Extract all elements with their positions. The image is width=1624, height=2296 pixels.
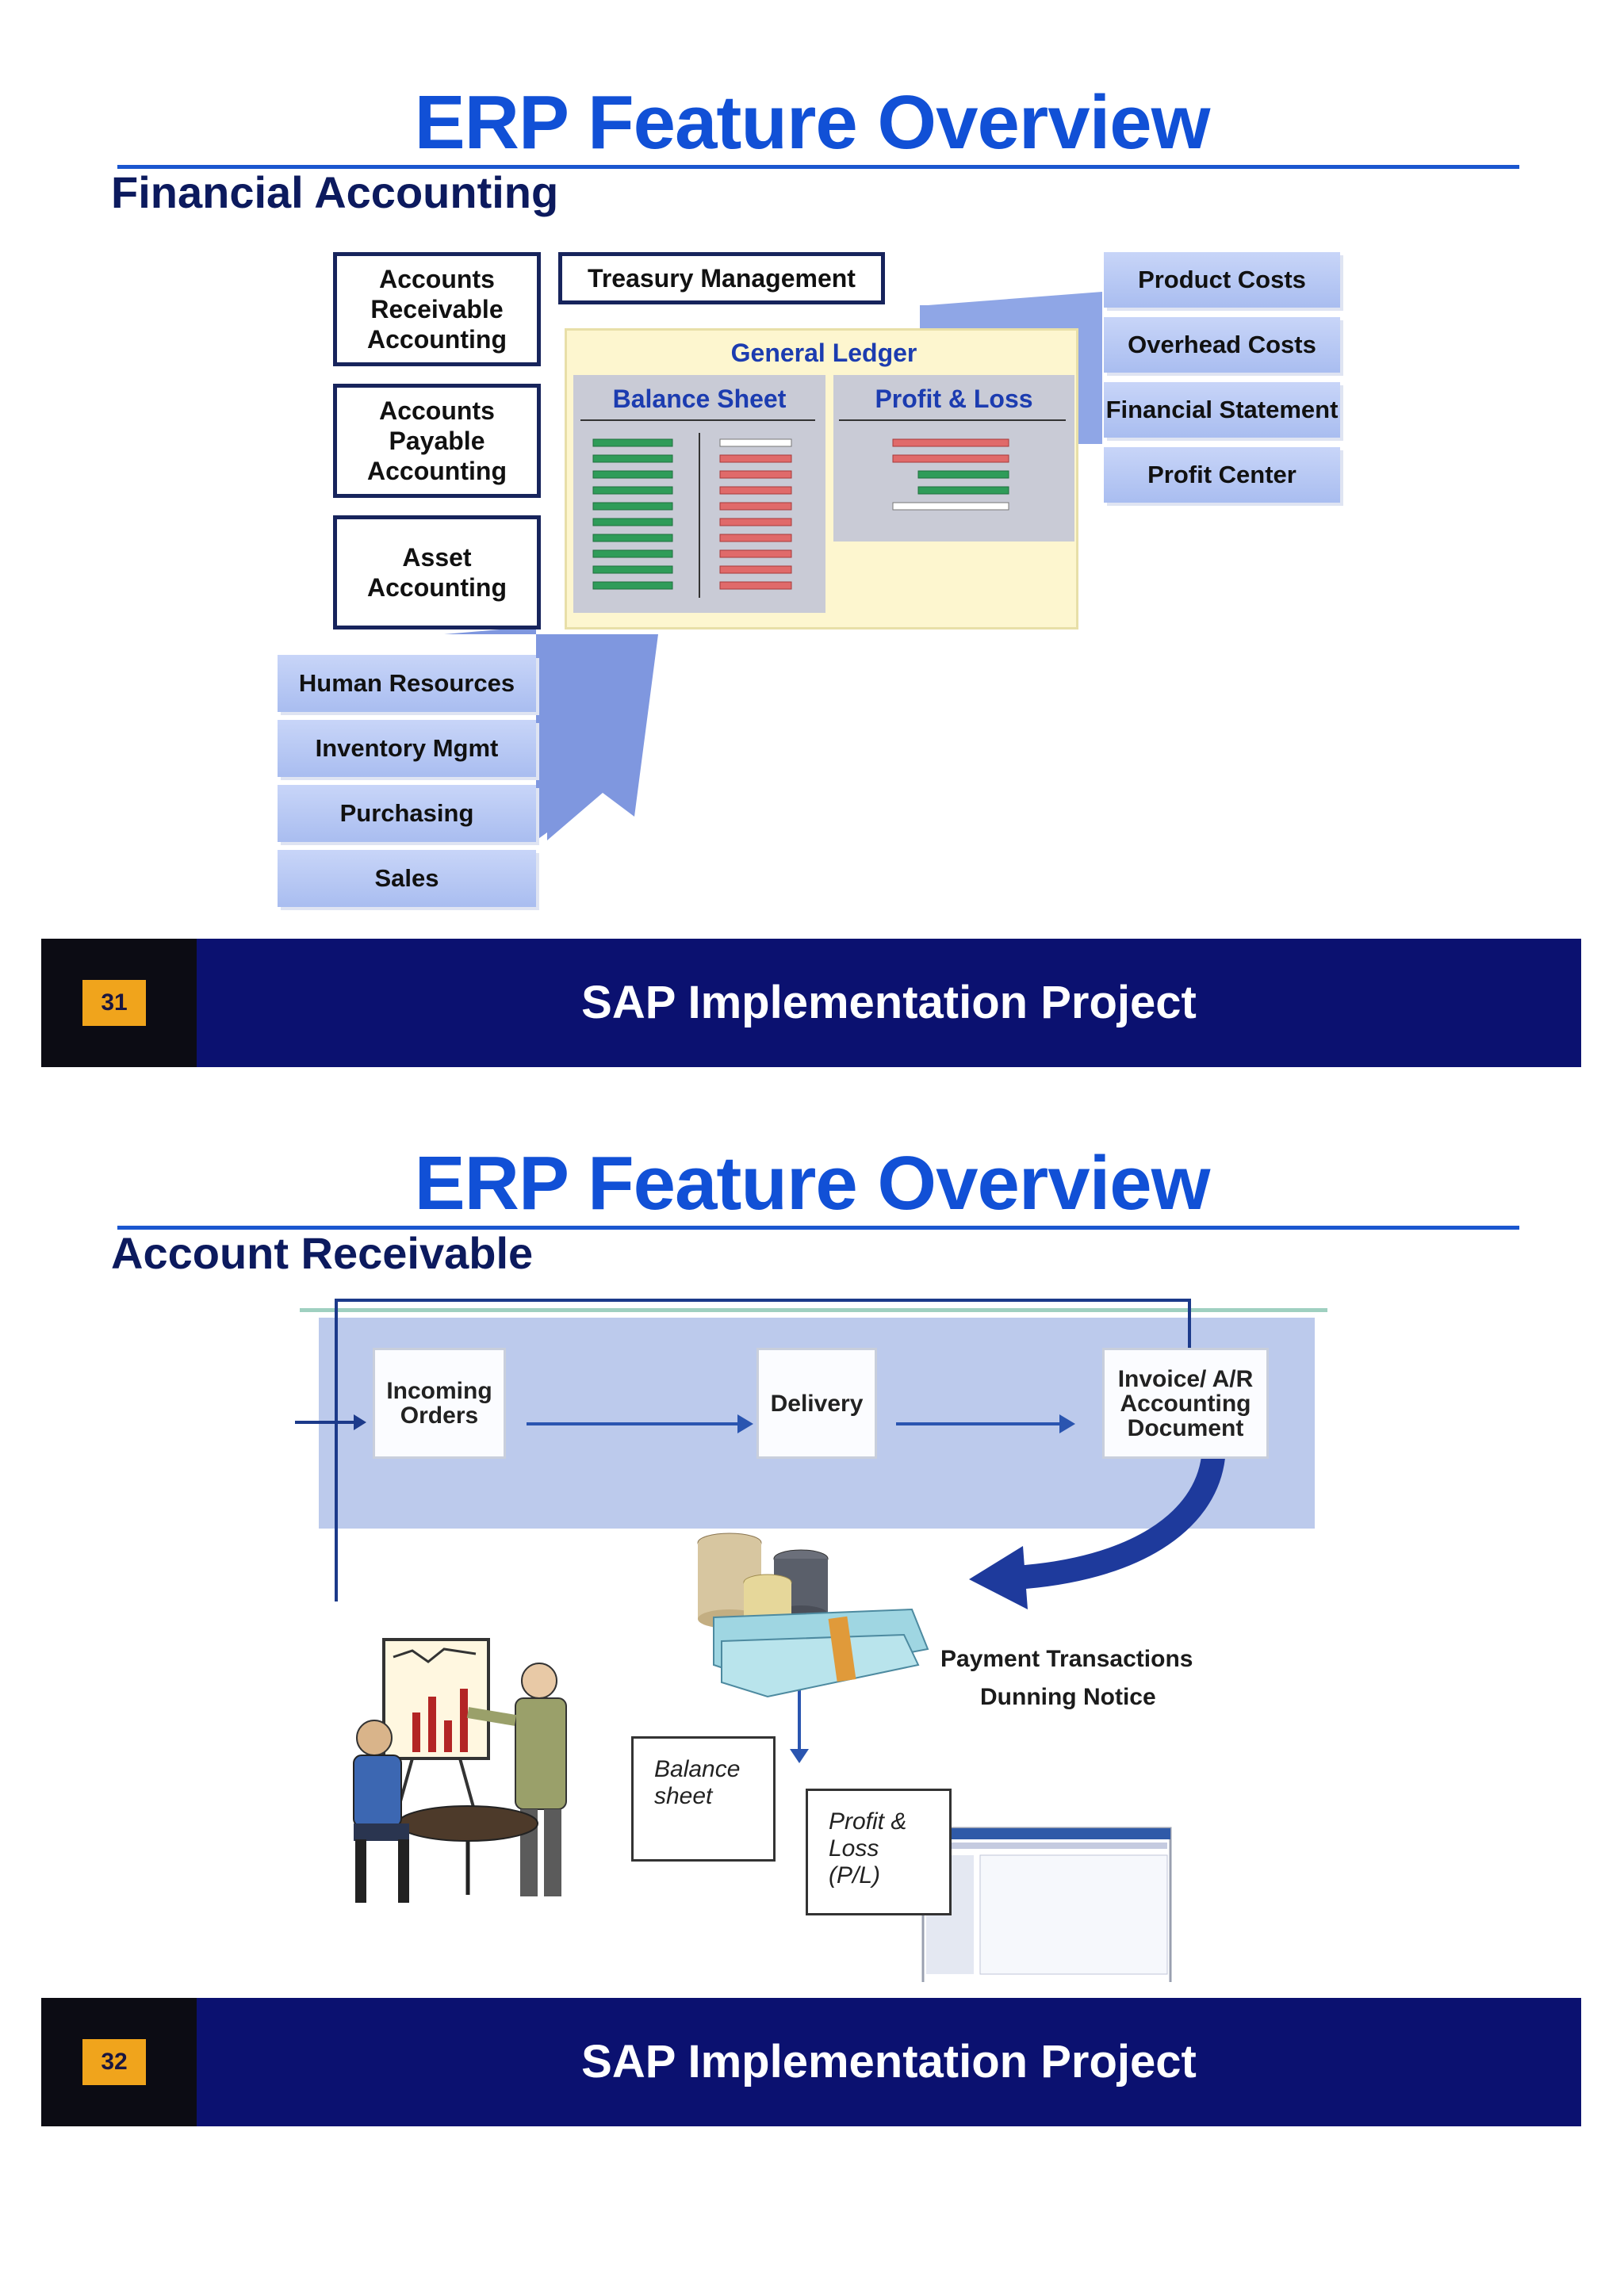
title-rule [117,1226,1519,1230]
slide-1-title: ERP Feature Overview [414,80,1211,165]
profit-loss-label: Profit & Loss [875,385,1033,413]
module-accounts-receivable: Accounts Receivable Accounting [333,252,541,366]
balance-sheet-label: Balance Sheet [612,385,787,413]
slide-2-title: ERP Feature Overview [414,1141,1211,1226]
money-illustration [697,1533,929,1698]
report-screen-thumbnail [921,1827,1172,1982]
dunning-notice-label: Dunning Notice [980,1684,1156,1710]
bottom-arrow-shape [444,626,658,840]
module-sales: Sales [278,850,536,907]
profit-loss-document: Profit & Loss (P/L) [806,1789,952,1915]
slide-2-subtitle: Account Receivable [111,1228,534,1278]
page-number-badge: 32 [82,2039,146,2085]
module-treasury: Treasury Management [558,252,885,304]
page-number-badge: 31 [82,980,146,1026]
doc-invoice-ar: Invoice/ A/R Accounting Document [1102,1348,1269,1459]
balance-sheet-document: Balance sheet [631,1736,776,1862]
footer-text: SAP Implementation Project [581,2036,1197,2087]
slide-1-footer: 31 SAP Implementation Project [41,939,1581,1067]
slide-1-subtitle: Financial Accounting [111,167,559,217]
doc-incoming-orders: Incoming Orders [373,1348,506,1459]
footer-text: SAP Implementation Project [581,977,1197,1028]
payment-transactions-label: Payment Transactions [940,1646,1193,1672]
general-ledger-title: General Ledger [730,339,917,367]
module-financial-statement: Financial Statement [1104,382,1340,438]
module-human-resources: Human Resources [278,655,536,712]
meeting-illustration [353,1638,567,1903]
module-overhead-costs: Overhead Costs [1104,317,1340,373]
flow-connectors [295,1299,1225,1982]
ledger-lines-graphic [580,419,1066,598]
module-profit-center: Profit Center [1104,447,1340,503]
module-inventory-mgmt: Inventory Mgmt [278,720,536,777]
title-rule [117,165,1519,169]
module-purchasing: Purchasing [278,785,536,842]
module-asset-accounting: Asset Accounting [333,515,541,629]
module-accounts-payable: Accounts Payable Accounting [333,384,541,498]
module-product-costs: Product Costs [1104,252,1340,308]
slide-2-footer: 32 SAP Implementation Project [41,1998,1581,2126]
doc-delivery: Delivery [756,1348,877,1459]
flow-band-topline [300,1308,1327,1312]
